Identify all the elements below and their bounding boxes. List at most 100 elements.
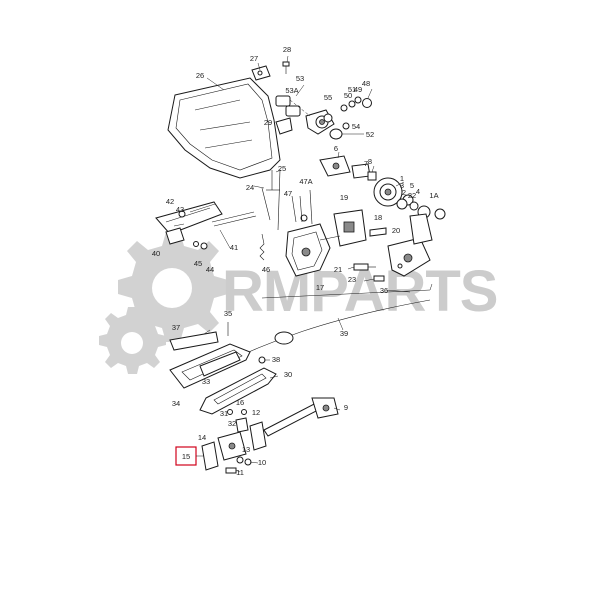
part-17-lock-body bbox=[285, 223, 341, 277]
part-46-spring bbox=[259, 233, 265, 261]
part-41-rod bbox=[211, 211, 257, 227]
callout-11: 11 bbox=[236, 468, 244, 477]
callout-22: 22 bbox=[408, 191, 416, 200]
callout-44: 44 bbox=[206, 265, 214, 274]
callout-20: 20 bbox=[392, 226, 400, 235]
callout-35: 35 bbox=[224, 309, 232, 318]
part-16-bolt bbox=[241, 409, 247, 415]
part-31-screw bbox=[227, 409, 233, 415]
callout-51: 51 bbox=[348, 85, 356, 94]
part-47A-rod bbox=[309, 189, 313, 225]
part-36-cable-outline bbox=[261, 283, 433, 299]
callout-46: 46 bbox=[262, 265, 270, 274]
part-32-clip bbox=[235, 417, 249, 433]
callout-43: 43 bbox=[176, 205, 184, 214]
callout-8: 8 bbox=[368, 157, 372, 166]
callout-40: 40 bbox=[152, 249, 160, 258]
callout-38: 38 bbox=[272, 355, 280, 364]
callout-16: 16 bbox=[236, 398, 244, 407]
part-21-screw bbox=[353, 263, 376, 271]
part-13-spring bbox=[236, 456, 244, 464]
part-40-bolt bbox=[165, 227, 185, 245]
part-3-wheel bbox=[373, 177, 403, 207]
part-11-screw bbox=[225, 467, 237, 474]
part-50-seal bbox=[340, 104, 348, 112]
callout-23: 23 bbox=[348, 275, 356, 284]
part-19-latch bbox=[333, 209, 367, 247]
leader-lines bbox=[173, 55, 405, 473]
part-30-handle bbox=[199, 367, 277, 415]
part-48-cap bbox=[362, 98, 372, 108]
part-15-catch bbox=[201, 441, 219, 471]
callout-47a: 47A bbox=[299, 177, 312, 186]
callout-12: 12 bbox=[252, 408, 260, 417]
part-20-striker bbox=[387, 237, 431, 277]
part-26-inner-panel bbox=[167, 77, 281, 179]
callout-53: 53 bbox=[296, 74, 304, 83]
part-42-bracket bbox=[155, 201, 223, 235]
callout-33: 33 bbox=[202, 377, 210, 386]
callout-7: 7 bbox=[364, 159, 368, 168]
part-37-clip bbox=[169, 331, 219, 351]
callout-3: 3 bbox=[400, 181, 404, 190]
callout-21: 21 bbox=[334, 265, 342, 274]
callout-5: 5 bbox=[410, 181, 414, 190]
callout-37: 37 bbox=[172, 323, 180, 332]
part-23-screw bbox=[373, 275, 385, 282]
callout-1: 1 bbox=[400, 174, 404, 183]
part-22-plate bbox=[409, 213, 433, 245]
highlight-box: 15 bbox=[175, 446, 204, 466]
callout-39: 39 bbox=[340, 329, 348, 338]
callout-29: 29 bbox=[264, 118, 272, 127]
callout-26: 26 bbox=[196, 71, 204, 80]
callout-36: 36 bbox=[380, 286, 388, 295]
callout-24: 24 bbox=[246, 183, 254, 192]
part-25-rod bbox=[266, 169, 281, 231]
part-6-lever bbox=[319, 155, 351, 177]
callout-31: 31 bbox=[220, 409, 228, 418]
callout-42: 42 bbox=[166, 197, 174, 206]
part-52-gasket bbox=[329, 128, 364, 140]
callout-47: 47 bbox=[284, 189, 292, 198]
callout-4: 4 bbox=[416, 187, 420, 196]
callout-28: 28 bbox=[283, 45, 291, 54]
callout-30: 30 bbox=[284, 370, 292, 379]
highlight-label: 15 bbox=[182, 452, 190, 461]
callout-19: 19 bbox=[340, 193, 348, 202]
part-8-bolt bbox=[367, 171, 377, 181]
part-49-washer bbox=[354, 96, 362, 104]
callout-25: 25 bbox=[278, 164, 286, 173]
callout-55: 55 bbox=[324, 93, 332, 102]
callout-14: 14 bbox=[198, 433, 206, 442]
callout-52: 52 bbox=[366, 130, 374, 139]
part-27-bracket bbox=[251, 65, 271, 81]
part-18-screw bbox=[369, 227, 387, 237]
part-55-ring bbox=[323, 113, 333, 123]
part-39-cable bbox=[221, 299, 431, 365]
callout-34: 34 bbox=[172, 399, 180, 408]
callout-32: 32 bbox=[228, 419, 236, 428]
gear-icon bbox=[99, 232, 228, 374]
callout-10: 10 bbox=[258, 458, 266, 467]
callout-49: 49 bbox=[354, 85, 362, 94]
callout-18: 18 bbox=[374, 213, 382, 222]
part-1A-plug bbox=[434, 208, 446, 220]
part-2-bushing bbox=[396, 198, 408, 210]
part-33-lever bbox=[199, 351, 241, 377]
callout-17: 17 bbox=[316, 283, 324, 292]
part-51-spring bbox=[348, 100, 356, 108]
callout-1a: 1A bbox=[429, 191, 438, 200]
part-44-washer bbox=[200, 242, 208, 250]
callout-2: 2 bbox=[402, 188, 406, 197]
callout-45: 45 bbox=[194, 259, 202, 268]
callout-48: 48 bbox=[362, 79, 370, 88]
part-10-screw bbox=[300, 214, 308, 222]
part-43-pin bbox=[178, 210, 186, 218]
part-9-rod bbox=[263, 397, 339, 437]
callout-53a: 53A bbox=[285, 86, 298, 95]
part-29-clip bbox=[275, 117, 293, 135]
callout-54: 54 bbox=[352, 122, 360, 131]
